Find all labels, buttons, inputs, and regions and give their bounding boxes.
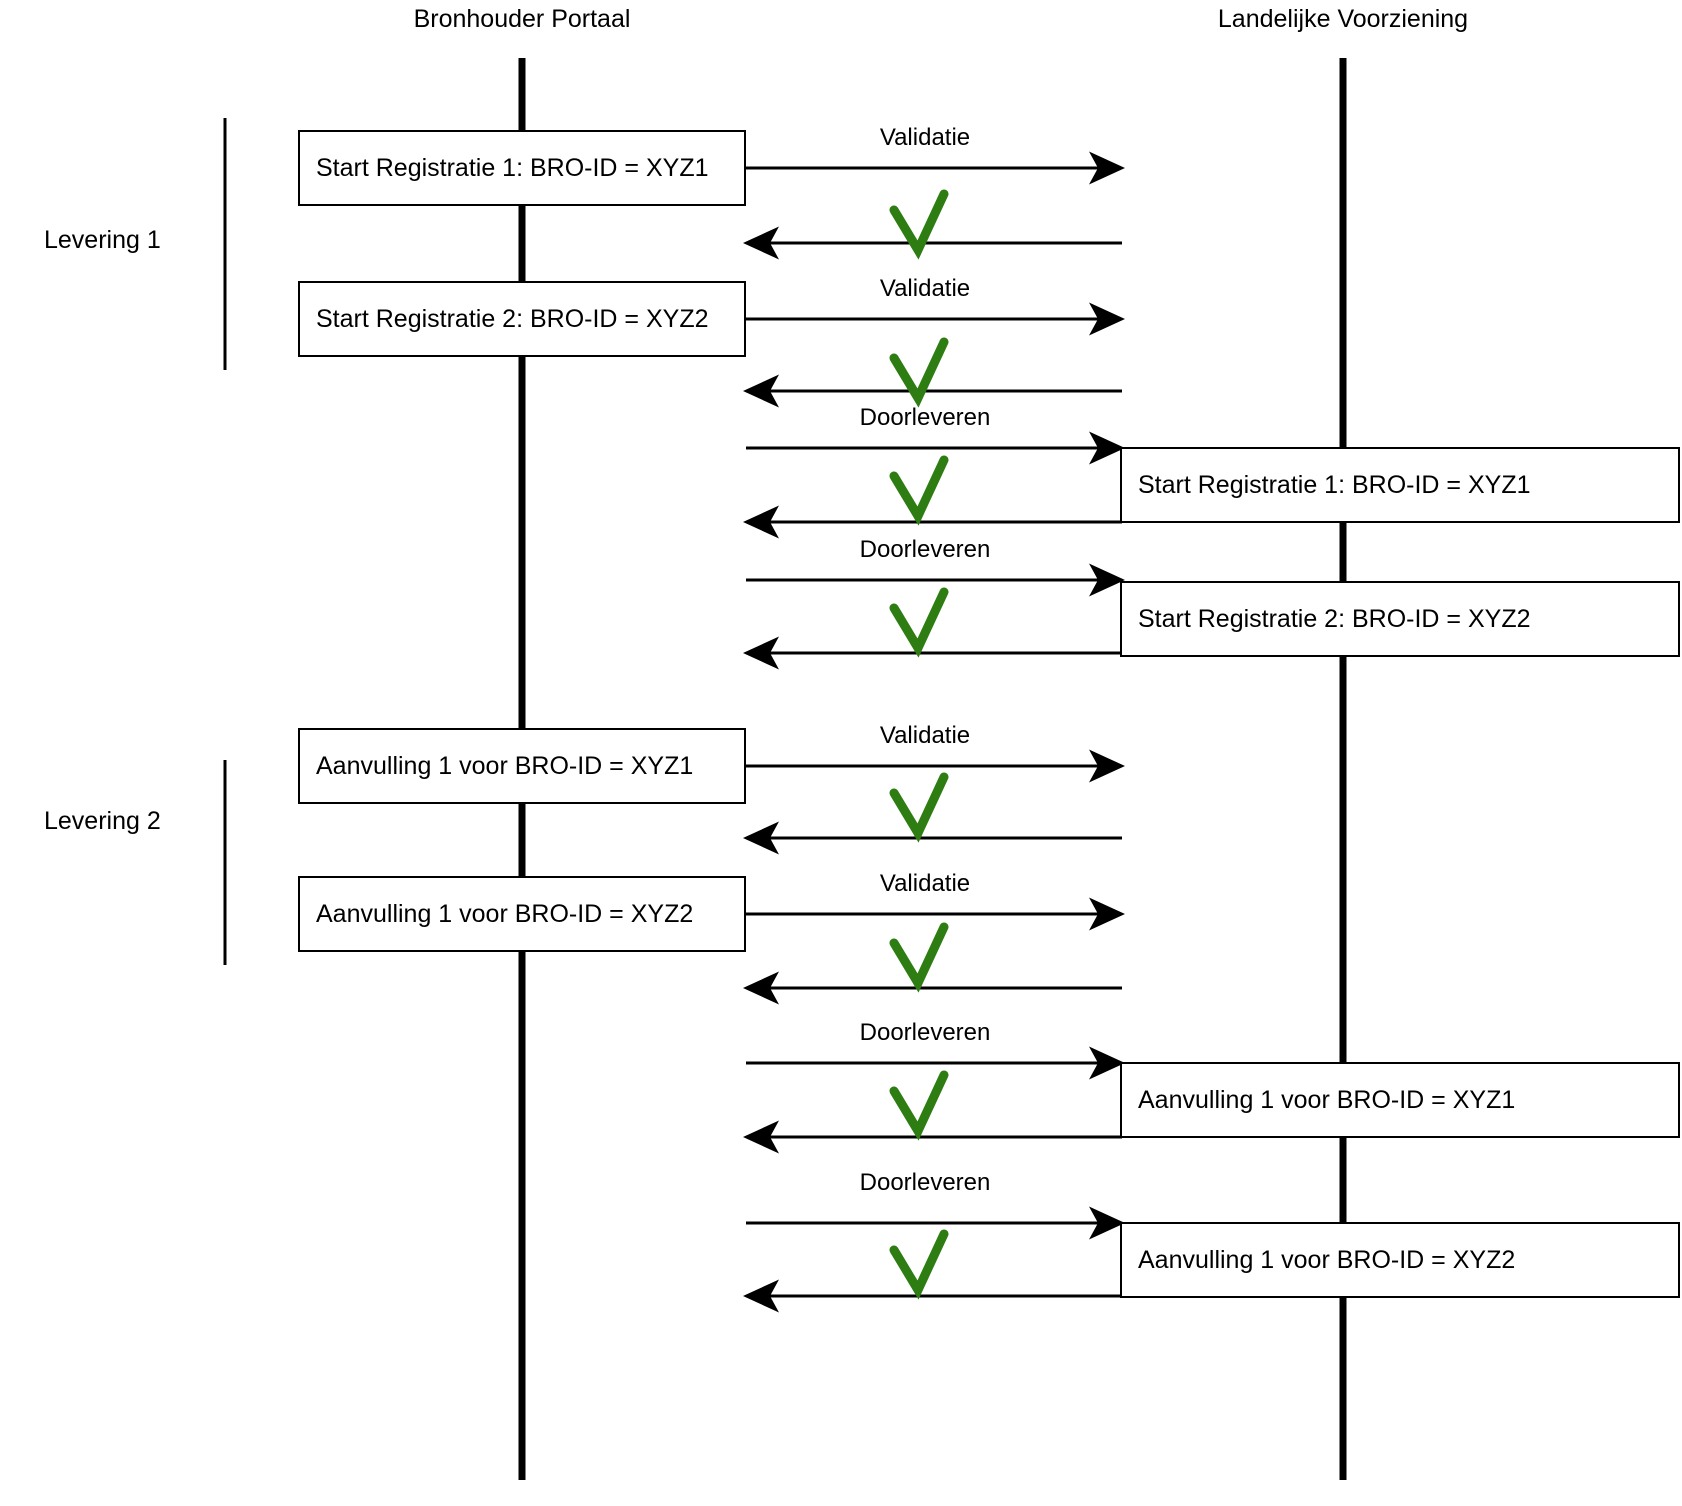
landelijke-message-box-label: Aanvulling 1 voor BRO-ID = XYZ2: [1138, 1245, 1516, 1274]
checkmark-icon: [889, 337, 949, 408]
bronhouder-message-box-label: Aanvulling 1 voor BRO-ID = XYZ2: [316, 899, 694, 928]
message-label-msg-4-req: Doorleveren: [859, 536, 991, 563]
bronhouder-message-box-label: Start Registratie 2: BRO-ID = XYZ2: [316, 304, 709, 333]
phase-label-levering-1: Levering 1: [44, 226, 161, 254]
lifeline-title-bronhouder: Bronhouder Portaal: [413, 5, 631, 33]
bronhouder-message-box-4: Aanvulling 1 voor BRO-ID = XYZ2: [298, 876, 746, 952]
lifeline-title-landelijke: Landelijke Voorziening: [1217, 5, 1469, 33]
message-label-msg-2-req: Validatie: [879, 275, 971, 302]
landelijke-message-box-1: Start Registratie 1: BRO-ID = XYZ1: [1120, 447, 1680, 523]
checkmark-icon: [889, 922, 949, 993]
checkmark-icon: [889, 189, 949, 260]
landelijke-message-box-label: Start Registratie 1: BRO-ID = XYZ1: [1138, 470, 1531, 499]
checkmark-icon: [889, 455, 949, 526]
bronhouder-message-box-label: Start Registratie 1: BRO-ID = XYZ1: [316, 153, 709, 182]
message-label-msg-1-req: Validatie: [879, 124, 971, 151]
phase-label-levering-2: Levering 2: [44, 807, 161, 835]
message-label-msg-3-req: Doorleveren: [859, 404, 991, 431]
checkmark-icon: [889, 772, 949, 843]
landelijke-message-box-3: Aanvulling 1 voor BRO-ID = XYZ1: [1120, 1062, 1680, 1138]
landelijke-message-box-4: Aanvulling 1 voor BRO-ID = XYZ2: [1120, 1222, 1680, 1298]
bronhouder-message-box-1: Start Registratie 1: BRO-ID = XYZ1: [298, 130, 746, 206]
bronhouder-message-box-2: Start Registratie 2: BRO-ID = XYZ2: [298, 281, 746, 357]
bronhouder-message-box-label: Aanvulling 1 voor BRO-ID = XYZ1: [316, 751, 694, 780]
bronhouder-message-box-3: Aanvulling 1 voor BRO-ID = XYZ1: [298, 728, 746, 804]
message-label-msg-8-req: Doorleveren: [859, 1169, 991, 1196]
landelijke-message-box-label: Aanvulling 1 voor BRO-ID = XYZ1: [1138, 1085, 1516, 1114]
message-arrows-group: [743, 151, 1125, 1313]
checkmark-icon: [889, 1229, 949, 1300]
landelijke-message-box-label: Start Registratie 2: BRO-ID = XYZ2: [1138, 604, 1531, 633]
message-label-msg-7-req: Doorleveren: [859, 1019, 991, 1046]
checkmarks-group: [889, 189, 949, 1300]
checkmark-icon: [889, 1070, 949, 1141]
checkmark-icon: [889, 587, 949, 658]
message-label-msg-6-req: Validatie: [879, 870, 971, 897]
message-label-msg-5-req: Validatie: [879, 722, 971, 749]
landelijke-message-box-2: Start Registratie 2: BRO-ID = XYZ2: [1120, 581, 1680, 657]
